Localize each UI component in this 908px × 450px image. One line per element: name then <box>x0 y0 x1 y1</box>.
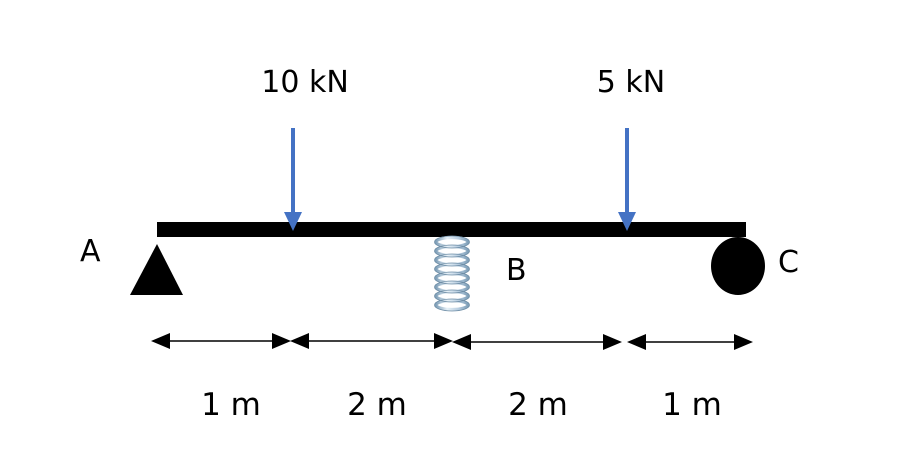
spring-support-icon <box>434 235 470 312</box>
roller-support-icon <box>711 237 765 295</box>
dimension-line-1 <box>151 333 291 349</box>
load-label-10kn: 10 kN <box>261 65 349 100</box>
load-label-5kn: 5 kN <box>596 65 666 100</box>
dimension-label-1: 1 m <box>201 387 261 423</box>
dimension-line-2 <box>290 333 453 349</box>
dimension-line-3 <box>452 334 622 350</box>
dimension-line-4 <box>627 334 753 350</box>
load-arrow-10kn-icon <box>284 128 302 231</box>
dimension-label-2: 2 m <box>347 387 407 423</box>
support-label-c: C <box>778 245 799 280</box>
support-label-a: A <box>80 234 101 269</box>
pin-support-icon <box>130 244 183 295</box>
dimension-label-4: 1 m <box>662 387 722 423</box>
load-arrow-5kn-icon <box>618 128 636 231</box>
support-label-b: B <box>506 253 527 288</box>
dimension-label-3: 2 m <box>508 387 568 423</box>
beam <box>157 222 746 237</box>
